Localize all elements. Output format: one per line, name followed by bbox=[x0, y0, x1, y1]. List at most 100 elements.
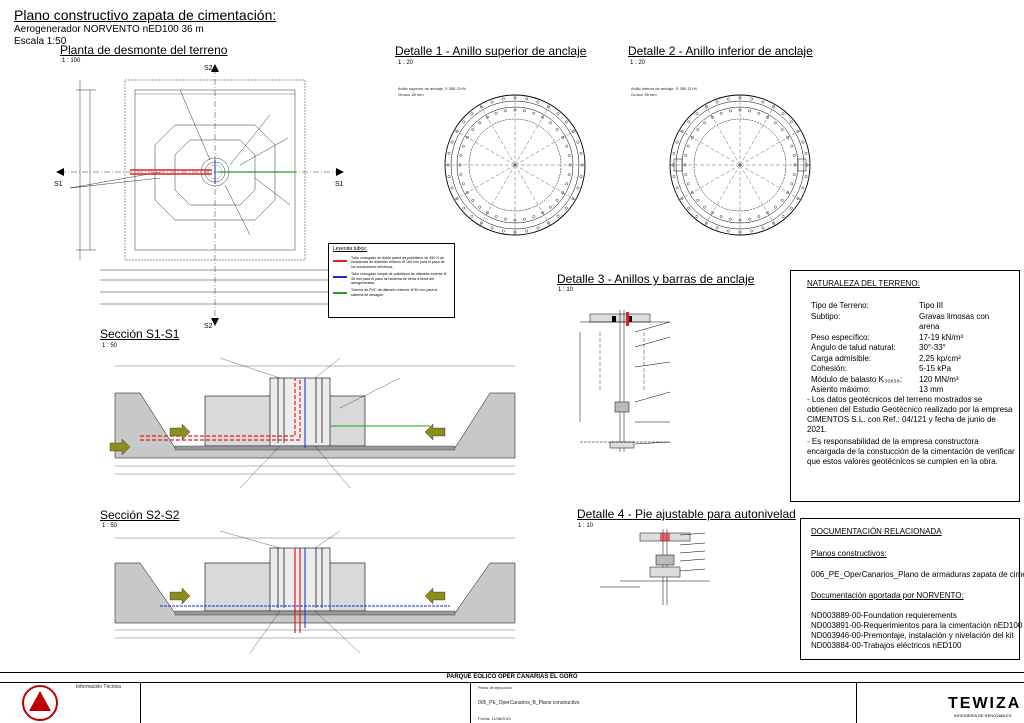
bolt-hole bbox=[490, 100, 494, 104]
bolt-hole bbox=[478, 121, 482, 125]
bolt-hole bbox=[675, 186, 679, 190]
legend-item: Tubo corrugado de doble pared de polieti… bbox=[333, 256, 450, 269]
bolt-hole bbox=[789, 120, 793, 124]
detail1-title: Detalle 1 - Anillo superior de anclaje bbox=[395, 44, 587, 58]
bolt-hole bbox=[556, 214, 560, 218]
bolt-hole bbox=[536, 100, 540, 104]
bolt-hole bbox=[786, 136, 790, 139]
bolt-hole bbox=[576, 186, 580, 190]
terrain-value: 2,25 kp/cm² bbox=[919, 353, 961, 363]
bolt-hole bbox=[773, 121, 777, 125]
bolt-hole bbox=[501, 229, 505, 233]
terrain-key: Módulo de balasto K₃₀ₓ₃₀: bbox=[811, 374, 902, 384]
terrain-row: Módulo de balasto K₃₀ₓ₃₀: 120 MN/m³ bbox=[811, 375, 1011, 386]
detail1-note2: Grosor 28 mm bbox=[398, 92, 424, 97]
bolt-hole bbox=[715, 100, 719, 104]
bolt-hole bbox=[687, 206, 691, 210]
terrain-key: Ángulo de talud natural: bbox=[811, 343, 896, 352]
ring-axis-line bbox=[514, 164, 552, 228]
bolt-hole bbox=[525, 229, 529, 233]
project-name: PARQUE EÓLICO OPER CANARIAS EL GORO bbox=[0, 673, 1024, 683]
bolt-hole bbox=[729, 217, 732, 221]
docs-plans-heading: Planos constructivos: bbox=[811, 549, 887, 558]
bolt-hole bbox=[547, 105, 550, 109]
legend-title: Leyenda tubos: bbox=[333, 246, 368, 252]
bolt-hole bbox=[690, 191, 694, 194]
bolt-hole bbox=[684, 154, 688, 157]
bolt-hole bbox=[675, 140, 679, 144]
detail1-note: Anillo superior de anclaje, S 355 J2+N bbox=[398, 86, 466, 91]
legend-swatch bbox=[333, 292, 347, 294]
company-subtitle: INGENIERÍA DE RENOVABLES bbox=[954, 713, 1012, 718]
section1-scale: 1 : 50 bbox=[102, 343, 118, 349]
bolt-hole bbox=[465, 191, 469, 194]
bolt-hole bbox=[567, 173, 571, 176]
bolt-hole bbox=[450, 186, 454, 190]
bolt-hole bbox=[696, 198, 700, 202]
detail4-title: Detalle 4 - Pie ajustable para autonivel… bbox=[577, 507, 796, 521]
terrain-value: 120 MN/m³ bbox=[919, 374, 959, 384]
detail3-title: Detalle 3 - Anillos y barras de anclaje bbox=[557, 272, 755, 286]
bolt-hole bbox=[556, 112, 560, 116]
bolt-hole bbox=[773, 205, 777, 209]
bolt-hole bbox=[672, 151, 676, 155]
ring-axis-line bbox=[514, 164, 578, 202]
bolt-hole bbox=[565, 182, 569, 186]
bolt-hole bbox=[719, 215, 723, 219]
bolt-hole bbox=[536, 226, 540, 230]
legend-swatch bbox=[333, 276, 347, 278]
docs-title: DOCUMENTACIÓN RELACIONADA bbox=[811, 527, 942, 536]
bolt-hole bbox=[480, 105, 483, 109]
bolt-hole bbox=[564, 206, 568, 210]
legend-item: Tubería de PVC de diámetro exterior Ø 50… bbox=[333, 288, 450, 297]
detail2-scale: 1 : 20 bbox=[630, 60, 646, 66]
doc-item: ND003884-00-Trabajos eléctricos nED100 bbox=[811, 641, 962, 650]
terrain-value: 5-15 kPa bbox=[919, 364, 952, 373]
ring-axis-line bbox=[739, 128, 803, 166]
bolt-hole bbox=[571, 130, 575, 133]
bolt-hole bbox=[766, 211, 769, 215]
bolt-hole bbox=[555, 198, 559, 202]
bolt-hole bbox=[447, 175, 451, 179]
docs-plans-list: 006_PE_OperCanarios_Plano de armaduras z… bbox=[811, 570, 1024, 580]
bolt-hole bbox=[561, 191, 565, 194]
bolt-hole bbox=[548, 121, 552, 125]
section2-title: Sección S2-S2 bbox=[100, 508, 180, 522]
bolt-hole bbox=[786, 191, 790, 194]
section2-scale: 1 : 50 bbox=[102, 523, 118, 529]
ring-axis-line bbox=[703, 164, 741, 228]
bolt-hole bbox=[695, 112, 699, 116]
terrain-value: Tipo III bbox=[919, 301, 944, 310]
plan-name: 005_PE_OperCanarios_B_Plano constructivo bbox=[478, 700, 580, 706]
terrain-value: 30°-33° bbox=[919, 343, 946, 352]
legend-item: Tubo corrugado simple de polietileno de … bbox=[333, 272, 450, 285]
terrain-row: Carga admisible:2,25 kp/cm² bbox=[811, 354, 1011, 365]
terrain-row: Tipo de Terreno:Tipo III bbox=[811, 301, 1011, 312]
bolt-hole bbox=[715, 226, 719, 230]
docs-norvento-heading: Documentación aportada por NORVENTO: bbox=[811, 591, 964, 600]
detail2-ring-drawing bbox=[668, 93, 812, 237]
bolt-hole bbox=[480, 221, 483, 225]
bolt-hole bbox=[532, 215, 536, 219]
bolt-hole bbox=[781, 112, 785, 116]
bolt-hole bbox=[686, 144, 690, 148]
detail2-note: Anillo inferior de anclaje, S 355 J2+N bbox=[631, 86, 697, 91]
plan-title: Planta de desmonte del terreno bbox=[60, 43, 228, 57]
bolt-hole bbox=[461, 144, 465, 148]
bolt-hole bbox=[781, 214, 785, 218]
bolt-hole bbox=[486, 115, 489, 119]
page-subtitle: Aerogenerador NORVENTO nED100 36 m bbox=[14, 24, 204, 35]
plan-drawing: S1 S1 S2 S2 bbox=[54, 64, 344, 330]
docs-panel: DOCUMENTACIÓN RELACIONADA Planos constru… bbox=[800, 518, 1024, 660]
detail4-drawing bbox=[600, 529, 710, 605]
bolt-hole bbox=[748, 217, 751, 221]
title-block: PARQUE EÓLICO OPER CANARIAS EL GORO Info… bbox=[0, 672, 1024, 723]
bolt-hole bbox=[525, 97, 529, 101]
bolt-hole bbox=[490, 226, 494, 230]
plan-date: Fecha: 11/08/2021 bbox=[478, 716, 512, 721]
bolt-hole bbox=[455, 197, 459, 200]
bolt-hole bbox=[555, 128, 559, 132]
bolt-hole bbox=[750, 229, 754, 233]
doc-item: ND003889-00-Foundation requierements bbox=[811, 611, 957, 620]
bolt-hole bbox=[757, 215, 761, 219]
